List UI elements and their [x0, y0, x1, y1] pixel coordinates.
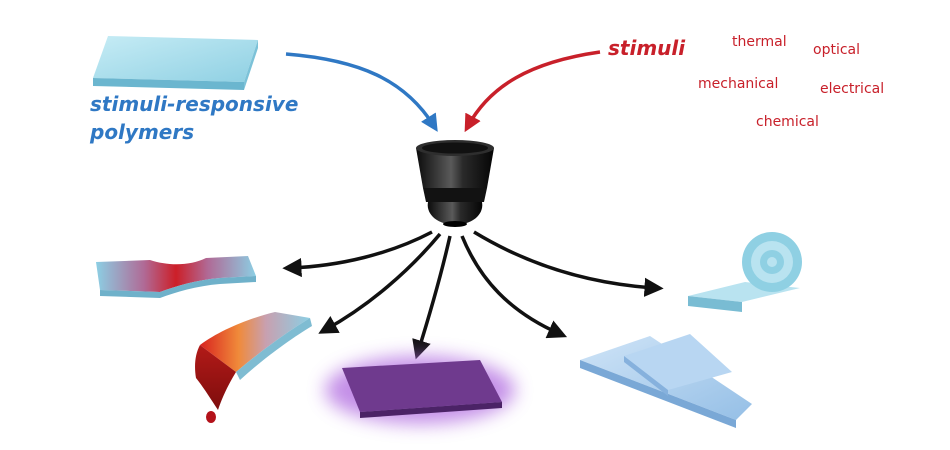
- stimulus-thermal: thermal: [732, 34, 787, 50]
- output-arrow-stretched: [282, 230, 433, 278]
- output-arrow-heated: [318, 232, 442, 334]
- stimulus-optical: optical: [813, 42, 860, 58]
- rolled-sheet-icon: [688, 232, 802, 312]
- output-arrow-layered: [460, 235, 568, 339]
- layered-shape-memory-sheet-icon: [580, 334, 752, 428]
- polymer-arrow: [285, 52, 438, 132]
- polymers-label: stimuli-responsive polymers: [90, 90, 298, 146]
- output-arrow-rolled: [473, 230, 664, 297]
- stimuli-label: stimuli: [608, 36, 686, 60]
- polymers-label-line1: stimuli-responsive: [90, 92, 299, 116]
- heated-bent-sheet-icon: [195, 312, 312, 423]
- stimulus-electrical: electrical: [820, 81, 885, 97]
- flat-polymer-sheet-icon: [93, 36, 258, 90]
- stimulus-chemical: chemical: [756, 114, 819, 130]
- polymers-label-line2: polymers: [90, 120, 195, 144]
- 3d-printer-nozzle-icon: [416, 140, 494, 227]
- stimulus-mechanical: mechanical: [698, 76, 779, 92]
- glowing-purple-sheet-icon: [325, 356, 515, 424]
- stretched-sheet-icon: [96, 256, 256, 298]
- stimuli-arrow: [464, 50, 601, 133]
- output-arrow-glowing: [412, 235, 452, 360]
